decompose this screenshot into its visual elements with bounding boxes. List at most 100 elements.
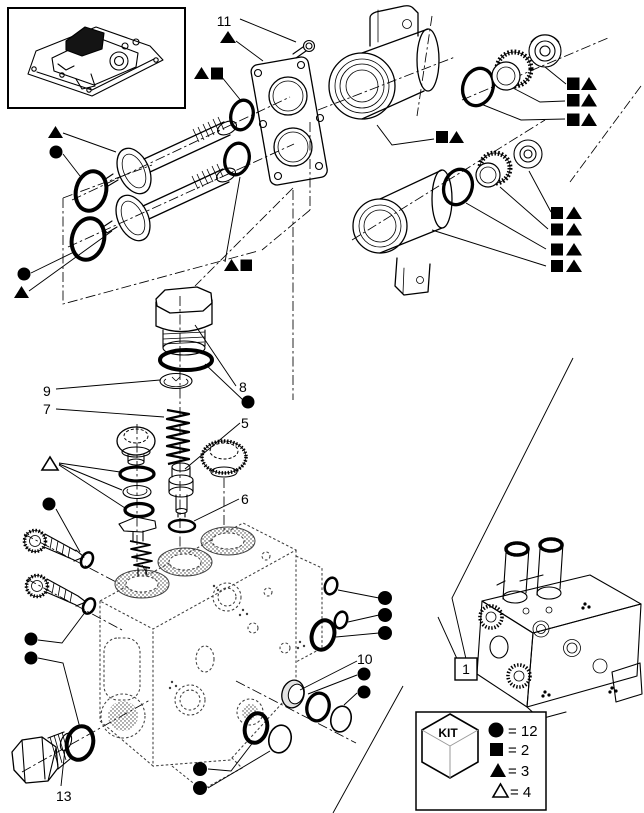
axis-solenoid-2 <box>351 119 546 241</box>
axis-plug-1 <box>71 96 291 201</box>
thumbnail-black-block <box>65 26 105 57</box>
oring-cap-8 <box>158 348 214 372</box>
body-stipple-dots <box>168 584 306 690</box>
valve-knobs <box>478 604 532 689</box>
solenoid-body-2 <box>352 169 453 296</box>
legend-triangle-symbol <box>490 763 506 777</box>
phantom-plane-right <box>416 15 642 183</box>
body-hatched-port <box>100 693 146 739</box>
axis-from-gasket <box>194 187 294 400</box>
construction-lines <box>21 15 642 773</box>
legend-row-square: = 2 <box>490 742 529 759</box>
circle-marker <box>241 395 255 409</box>
legend-square-symbol <box>490 743 503 756</box>
pilot-stack-group <box>116 426 157 577</box>
spring-7 <box>165 408 191 466</box>
kit-legend-border <box>415 711 547 811</box>
triangle-marker <box>566 243 582 256</box>
triangle-marker <box>566 259 582 272</box>
circle-marker <box>357 685 371 699</box>
legend-circle-qty: = 12 <box>508 723 538 740</box>
oring-gasket-2 <box>223 141 251 177</box>
square-marker <box>567 77 580 90</box>
oring-plug-13 <box>64 724 96 762</box>
triangle-marker <box>566 206 582 219</box>
legend-open-triangle-qty: = 4 <box>510 784 531 801</box>
kit-cube-label: KIT <box>438 726 458 740</box>
square-marker <box>211 67 223 80</box>
square-marker <box>567 113 580 126</box>
adjuster-screw-2 <box>24 573 97 615</box>
triangle-marker <box>194 67 209 79</box>
square-marker <box>551 260 563 272</box>
valve-solenoid-coils <box>502 537 564 604</box>
legend-triangle-qty: = 3 <box>508 763 529 780</box>
body-left-face <box>99 601 154 768</box>
triangle-marker <box>220 31 236 43</box>
washer-9 <box>159 372 193 390</box>
circle-marker <box>378 608 392 622</box>
oring-solenoid-1 <box>460 66 496 108</box>
cap-8-group <box>155 286 213 356</box>
legend-row-triangle: = 3 <box>490 763 529 780</box>
knurled-nut-1 <box>491 49 534 91</box>
gasket-hole-1-inner <box>272 80 304 112</box>
callout-1: 1 <box>462 661 470 677</box>
legend-square-qty: = 2 <box>508 742 529 759</box>
plug-cartridge-1 <box>103 116 237 195</box>
body-port-bosses <box>114 526 256 599</box>
thumbnail-panel <box>7 7 186 109</box>
circle-marker <box>193 762 207 776</box>
oring-adjuster-1 <box>79 551 95 569</box>
cup-plug-10 <box>281 679 305 709</box>
circle-marker <box>193 781 207 795</box>
body-hatched-port-fill <box>108 701 138 731</box>
body-front-face <box>152 550 297 767</box>
oring-cup-thin <box>329 705 353 733</box>
gasket-group <box>250 39 328 186</box>
callout-7: 7 <box>43 401 51 417</box>
oring-plug-1 <box>73 169 109 213</box>
knurled-cap-b <box>200 439 248 478</box>
circle-marker <box>357 667 371 681</box>
phantom-plane-left <box>62 122 311 305</box>
thumbnail-border <box>7 7 186 109</box>
phantom-valve-body <box>98 522 323 791</box>
plug-1-threads <box>192 116 225 143</box>
oring-lower-thin <box>267 724 293 754</box>
kit-cube-icon: KIT <box>421 713 479 779</box>
solenoid-group-2 <box>352 139 543 296</box>
kit-legend: KIT = 12 = 2 = 3 = 4 <box>415 711 547 811</box>
body-face-features <box>103 551 291 726</box>
legend-row-open-triangle: = 4 <box>491 782 531 801</box>
valve-face-features <box>522 602 618 698</box>
triangle-marker <box>581 77 597 90</box>
body-foot <box>171 555 323 791</box>
oring-solenoid-2 <box>441 167 475 207</box>
triangle-marker <box>581 113 597 126</box>
callout-9: 9 <box>43 383 51 399</box>
circle-marker <box>17 267 31 281</box>
callout-11: 11 <box>217 13 232 29</box>
c-washer <box>122 484 152 500</box>
triangle-marker <box>566 223 582 236</box>
t-valve <box>118 516 157 577</box>
callout-labels: 11 8 9 7 5 6 10 13 <box>43 13 373 804</box>
oring-plug-2 <box>69 216 107 262</box>
callout-10: 10 <box>357 651 373 667</box>
axis-plug-2 <box>67 143 295 248</box>
item-1-box: 1 <box>454 657 478 681</box>
triangle-marker <box>14 286 29 298</box>
triangle-marker <box>449 131 464 143</box>
square-marker <box>567 94 580 107</box>
circle-marker <box>42 497 56 511</box>
open-triangle-marker <box>40 455 60 471</box>
hex-plug-13 <box>11 731 73 784</box>
end-cap-2 <box>513 139 543 169</box>
square-marker <box>551 207 563 219</box>
port-seal-group-right <box>242 576 353 754</box>
oring-6 <box>167 518 197 534</box>
callout-6: 6 <box>241 491 249 507</box>
knurled-nut-2 <box>475 150 513 188</box>
gasket-bolt-holes <box>253 60 325 181</box>
